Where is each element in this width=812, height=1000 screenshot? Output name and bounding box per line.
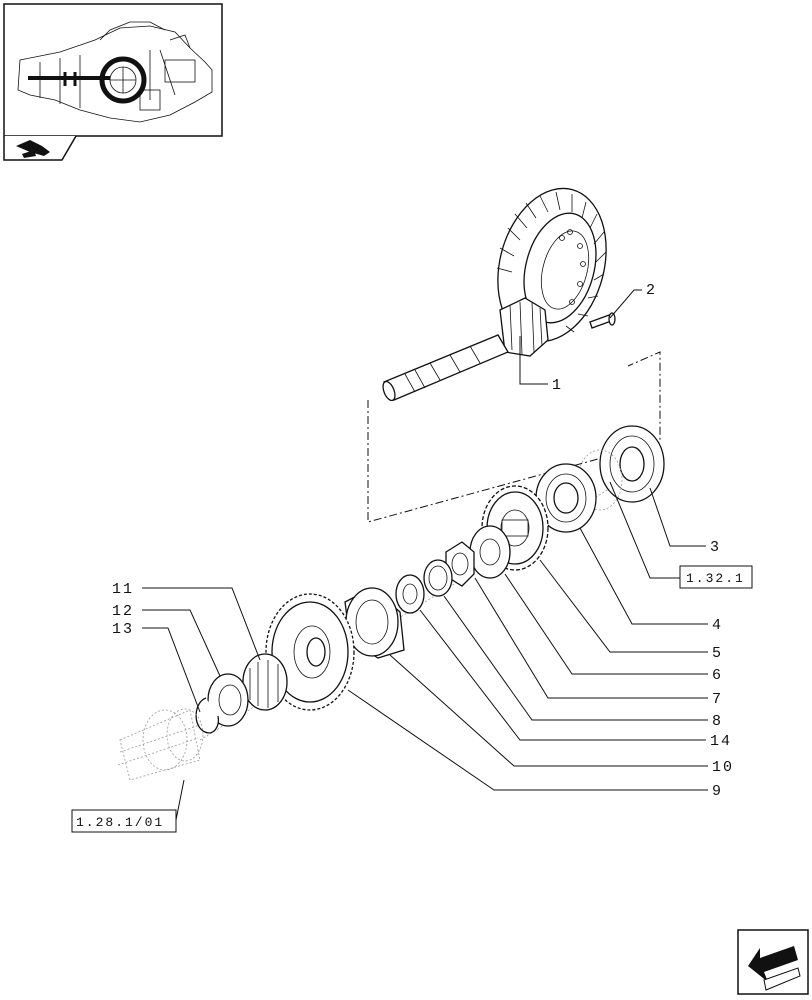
callout-2: 2 <box>646 282 657 299</box>
ref-label-1-28-1-01[interactable]: 1.28.1/01 <box>76 815 164 830</box>
bearing-sleeve-10 <box>344 587 405 659</box>
bearing-3 <box>599 425 665 503</box>
ref-box-1-28-1-01[interactable]: 1.28.1/01 <box>71 809 177 833</box>
callout-13: 13 <box>112 621 134 638</box>
ring-12 <box>207 673 249 727</box>
tractor-section-icon <box>3 135 77 161</box>
callout-6: 6 <box>712 667 723 684</box>
bolt <box>589 312 616 329</box>
leader-lines <box>142 289 708 821</box>
transmission-location-thumbnail <box>3 3 223 137</box>
callout-8: 8 <box>712 713 723 730</box>
callout-4: 4 <box>712 617 723 634</box>
ghost-shaft <box>117 708 204 781</box>
callout-11: 11 <box>112 581 134 598</box>
callout-10: 10 <box>712 759 734 776</box>
synchro-hub-11 <box>242 653 288 711</box>
callout-3: 3 <box>710 539 721 556</box>
callout-9: 9 <box>712 783 723 800</box>
circlip-13 <box>195 697 220 734</box>
callout-5: 5 <box>712 645 723 662</box>
callout-7: 7 <box>712 691 723 708</box>
ref-box-1-32-1[interactable]: 1.32.1 <box>679 565 753 589</box>
gear-9 <box>265 593 355 711</box>
bevel-gear-pinion-assembly <box>382 187 607 402</box>
callout-1: 1 <box>552 377 563 394</box>
callout-12: 12 <box>112 603 134 620</box>
ref-label-1-32-1[interactable]: 1.32.1 <box>686 571 745 586</box>
ring-14 <box>395 574 425 614</box>
back-arrow-icon[interactable] <box>737 929 809 995</box>
hub-6 <box>469 525 511 579</box>
callout-14: 14 <box>710 733 732 750</box>
washer-8 <box>423 559 453 597</box>
assembly-boundary <box>367 351 661 523</box>
callout-labels: 1 2 3 4 5 6 7 8 9 10 11 12 13 14 <box>112 282 734 800</box>
